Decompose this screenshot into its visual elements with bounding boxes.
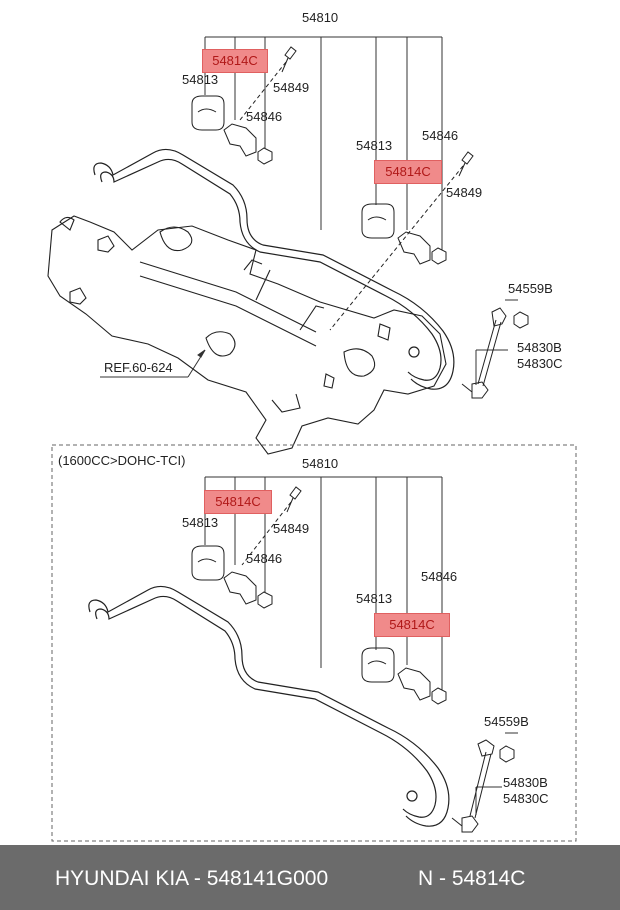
top-left-hardware [191, 46, 297, 165]
parts-diagram [47, 36, 577, 842]
top-label-nut: 54559B [508, 281, 553, 296]
bottom-highlight-left: 54814C [204, 490, 272, 514]
bottom-stabilizer-link [451, 739, 515, 833]
top-label-bolt-left: 54849 [273, 80, 310, 95]
top-subframe [47, 215, 447, 455]
bottom-stabilizer-bar [88, 585, 450, 827]
bottom-label-bracket-left: 54846 [246, 551, 283, 566]
bottom-label-assembly: 54810 [302, 456, 339, 471]
top-label-assembly: 54810 [302, 10, 339, 25]
top-label-bushing-right: 54813 [356, 138, 393, 153]
top-reference-arrow [100, 349, 206, 378]
top-highlight-right: 54814C [374, 160, 442, 184]
bottom-label-bushing-right: 54813 [356, 591, 393, 606]
footer-bar: HYUNDAI KIA - 548141G000 N - 54814C [0, 845, 620, 910]
top-stabilizer-bar [93, 148, 455, 390]
top-leader-lines [204, 36, 518, 385]
bottom-left-hardware [191, 486, 302, 609]
top-label-link-c: 54830C [517, 356, 563, 371]
top-label-bracket-left: 54846 [246, 109, 283, 124]
bottom-label-bracket-right: 54846 [421, 569, 458, 584]
top-label-link-b: 54830B [517, 340, 562, 355]
bottom-highlight-right: 54814C [374, 613, 450, 637]
bottom-label-bolt-left: 54849 [273, 521, 310, 536]
bottom-variant-frame [51, 444, 577, 842]
top-label-bracket-right: 54846 [422, 128, 459, 143]
top-label-bolt-right: 54849 [446, 185, 483, 200]
top-label-bushing-left: 54813 [182, 72, 219, 87]
bottom-label-bushing-left: 54813 [182, 515, 219, 530]
footer-brand-part-number: HYUNDAI KIA - 548141G000 [55, 867, 329, 890]
top-right-hardware [329, 151, 474, 331]
bottom-label-nut: 54559B [484, 714, 529, 729]
top-label-reference: REF.60-624 [104, 360, 173, 375]
top-stabilizer-link [461, 307, 529, 399]
bottom-label-link-b: 54830B [503, 775, 548, 790]
bottom-label-link-c: 54830C [503, 791, 549, 806]
bottom-right-hardware [361, 647, 447, 705]
footer-diagram-number: N - 54814C [418, 867, 526, 890]
bottom-variant-note: (1600CC>DOHC-TCI) [58, 453, 186, 468]
top-highlight-left: 54814C [202, 49, 268, 73]
bottom-leader-lines [204, 476, 518, 815]
